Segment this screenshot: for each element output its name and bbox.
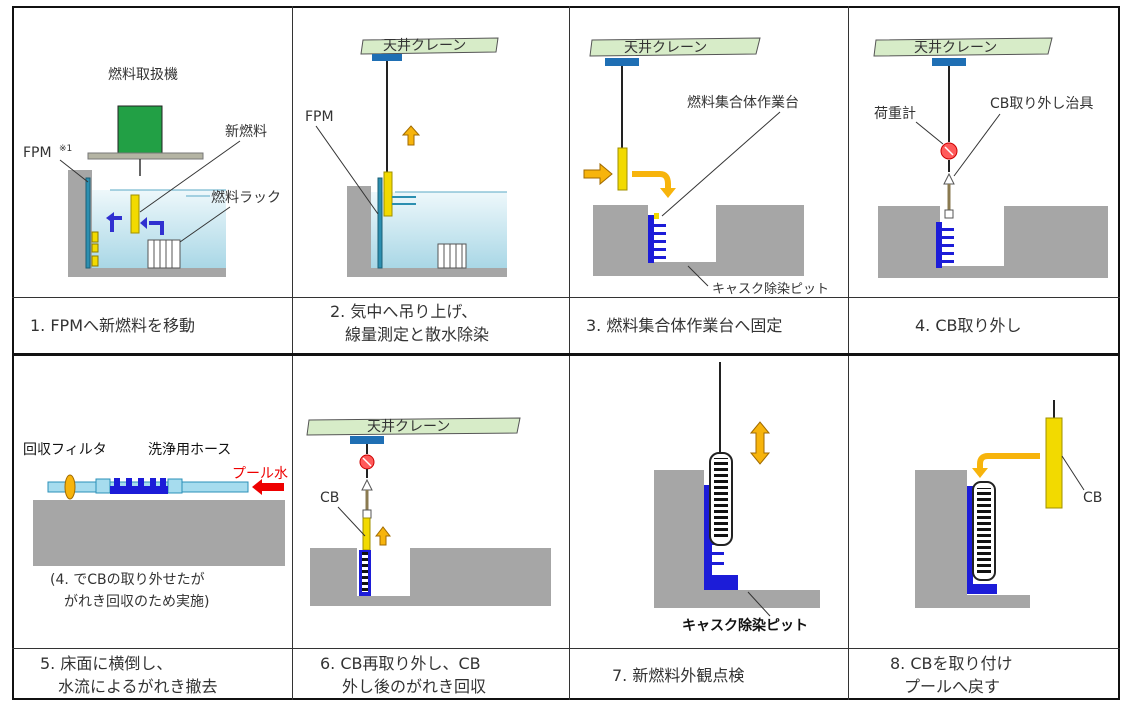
crane-label-6: 天井クレーン bbox=[367, 419, 450, 435]
pool-water-label: プール水 bbox=[232, 466, 288, 482]
pit-label-7: キャスク除染ピット bbox=[682, 617, 808, 634]
workbench-label: 燃料集合体作業台 bbox=[687, 94, 799, 111]
panel-1-caption: 1. FPMへ新燃料を移動 bbox=[30, 316, 196, 335]
panel-5-caption-line1: 5. 床面に横倒し、 bbox=[40, 654, 173, 673]
move-right-arrow bbox=[583, 162, 613, 186]
fuel-rack bbox=[147, 239, 181, 269]
cb-label-8: CB bbox=[1083, 490, 1102, 506]
fpm-note: ※1 bbox=[59, 144, 72, 154]
channel-box-8 bbox=[1045, 417, 1063, 509]
filter-label: 回収フィルタ bbox=[23, 442, 107, 458]
panel-1-illustration: 燃料取扱機 新燃料 燃料ラック FPM ※1 bbox=[23, 66, 281, 277]
floor bbox=[33, 500, 285, 566]
channel-box bbox=[362, 517, 371, 551]
crane-hook-block bbox=[372, 54, 402, 61]
inspect-arrow bbox=[749, 421, 771, 465]
panel-2-caption-line2: 線量測定と散水除染 bbox=[345, 325, 490, 344]
panel-4-illustration: 天井クレーン 荷重計 CB取り外し治具 bbox=[873, 37, 1108, 278]
fpm-label-2: FPM bbox=[305, 109, 334, 125]
panel-7-illustration: キャスク除染ピット bbox=[654, 362, 820, 634]
panel-7-caption: 7. 新燃料外観点検 bbox=[612, 666, 745, 685]
crane-label: 天井クレーン bbox=[383, 38, 466, 54]
new-fuel-label: 新燃料 bbox=[225, 123, 267, 140]
crane-label-4: 天井クレーン bbox=[914, 40, 997, 56]
rack-label: 燃料ラック bbox=[211, 189, 281, 206]
panel-5-illustration: 回収フィルタ 洗浄用ホース プール水 (4. でCBの取り外せたが がれき回収の… bbox=[23, 442, 288, 610]
note-line1: (4. でCBの取り外せたが bbox=[50, 572, 205, 588]
panel-8-illustration: CB bbox=[915, 400, 1102, 608]
jig-label: CB取り外し治具 bbox=[990, 96, 1093, 112]
water-flow-arrow bbox=[252, 479, 284, 495]
row-divider bbox=[12, 353, 1120, 356]
panel-6-illustration: 天井クレーン CB bbox=[306, 417, 551, 606]
cb-label-6: CB bbox=[320, 490, 339, 506]
panel-6-caption-line1: 6. CB再取り外し、CB bbox=[320, 654, 481, 673]
panel-8-caption-line2: プールへ戻す bbox=[904, 677, 1001, 696]
caption-divider-bottom bbox=[12, 648, 1120, 649]
panel-4-caption: 4. CB取り外し bbox=[915, 316, 1022, 335]
lifted-fuel bbox=[383, 171, 393, 217]
pit-wall-7 bbox=[654, 470, 820, 608]
machine-label: 燃料取扱機 bbox=[108, 66, 178, 83]
fpm-label: FPM bbox=[23, 145, 52, 161]
load-meter-label: 荷重計 bbox=[874, 106, 916, 122]
panel-5-caption-line2: 水流によるがれき撤去 bbox=[58, 677, 218, 696]
hose-label: 洗浄用ホース bbox=[148, 442, 231, 458]
crane-label-3: 天井クレーン bbox=[624, 40, 707, 56]
panel-2-illustration: 天井クレーン FPM bbox=[305, 37, 507, 277]
panel-8-caption-line1: 8. CBを取り付け bbox=[890, 654, 1013, 673]
panel-6-caption-line2: 外し後のがれき回収 bbox=[342, 677, 487, 696]
panel-3-caption: 3. 燃料集合体作業台へ固定 bbox=[586, 316, 783, 335]
panel-2-caption-line1: 2. 気中へ吊り上げ、 bbox=[330, 302, 478, 321]
cask-pit bbox=[593, 205, 804, 276]
note-line2: がれき回収のため実施) bbox=[64, 594, 209, 610]
new-fuel bbox=[130, 194, 140, 234]
lift-up-arrow bbox=[401, 125, 421, 146]
pit-label: キャスク除染ピット bbox=[712, 282, 829, 297]
fpm-rail bbox=[85, 177, 91, 269]
caption-divider-top bbox=[12, 297, 1120, 298]
panel-3-illustration: 天井クレーン 燃料集合体作業台 キャスク除染ピット bbox=[583, 37, 829, 297]
recovery-filter bbox=[64, 474, 76, 500]
crane-banner bbox=[360, 37, 499, 55]
machine-bridge bbox=[87, 152, 204, 160]
fuel-handling-machine bbox=[117, 105, 163, 154]
